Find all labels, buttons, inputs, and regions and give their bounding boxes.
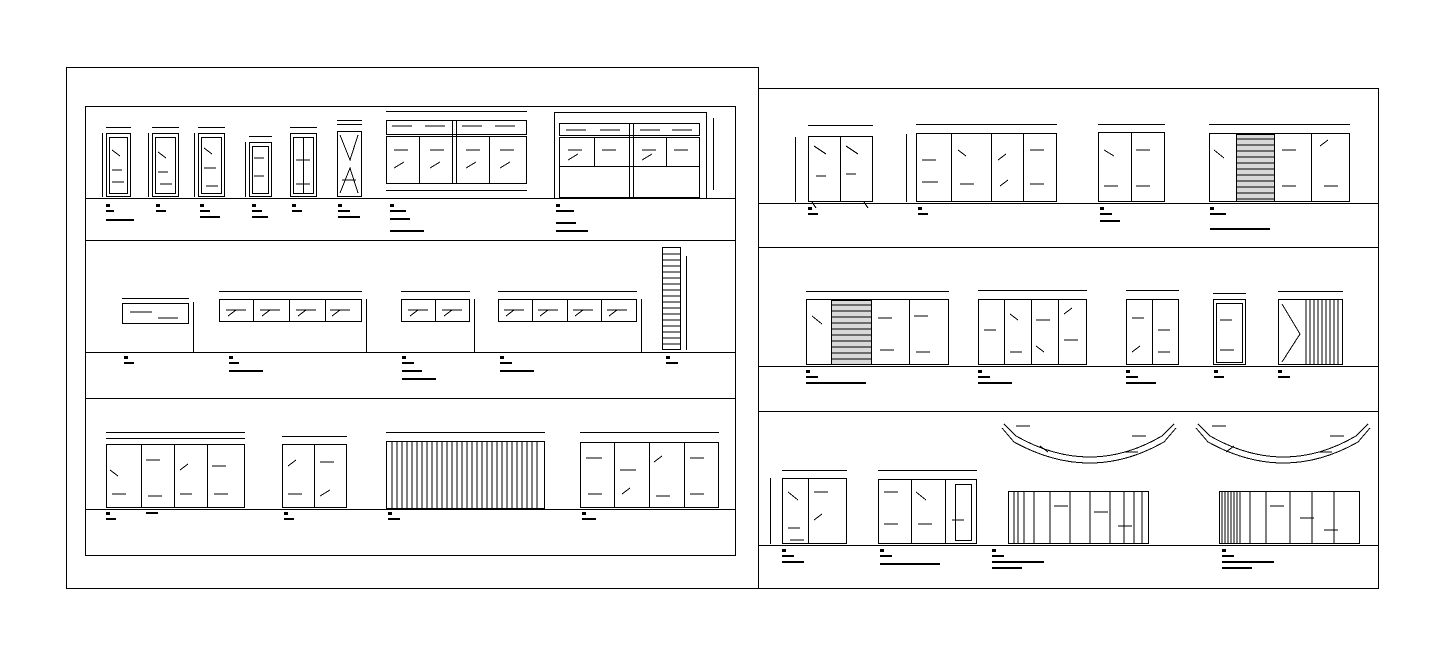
right-elev-1: [795, 125, 873, 209]
right-row2-elev-3: [1126, 290, 1179, 365]
right-elev-2: [906, 124, 1057, 202]
wall-elevation-row3-1: [106, 432, 245, 508]
wall-elevation-row3-2: [282, 436, 347, 508]
right-row3-elev-1: [770, 470, 847, 544]
curved-wall-elevation-1: [1008, 491, 1149, 544]
right-row2-elev-1: [806, 291, 949, 365]
left-row2-cabinet-elevations: [122, 247, 687, 352]
left-row1-door-elevations: [102, 111, 714, 198]
right-elev-4-with-slats: [1209, 124, 1350, 202]
wall-elevation-row3-4: [580, 432, 719, 508]
door-elevation-4: [245, 136, 272, 197]
door-elevation-3: [194, 127, 225, 197]
cabinet-row2-4: [498, 291, 642, 352]
right-row2-elev-5-slatted: [1278, 291, 1343, 365]
right-row2-elev-4: [1213, 293, 1246, 365]
right-row3-elev-2: [878, 470, 977, 544]
cabinet-elevation-b: [554, 112, 714, 198]
door-elevation-1: [102, 127, 131, 197]
right-row2-elevations: [806, 290, 1343, 365]
door-elevation-6: [337, 120, 362, 197]
right-row2-elev-2: [978, 290, 1087, 365]
tall-slatted-panel: [662, 247, 687, 350]
curved-wall-plan-2: [1195, 423, 1371, 464]
right-sheet-frame: [758, 88, 1379, 589]
door-elevation-2: [148, 127, 179, 197]
right-elev-3: [1098, 124, 1165, 202]
left-sheet-frame: [66, 67, 759, 589]
cabinet-row2-1: [122, 298, 194, 352]
elevation-label-marks: [106, 204, 1290, 569]
right-row1-elevations: [795, 124, 1350, 209]
left-row3-wall-elevations: [106, 432, 719, 509]
cabinet-row2-2: [219, 291, 367, 352]
cabinet-row2-3: [401, 291, 475, 352]
cabinet-elevation-a: [386, 111, 527, 191]
slatted-wall-elevation: [386, 432, 545, 509]
door-elevation-5: [290, 127, 317, 197]
right-row3-elevations: [770, 423, 1371, 544]
curved-wall-plan-1: [1001, 423, 1177, 464]
curved-wall-elevation-2: [1219, 491, 1360, 544]
